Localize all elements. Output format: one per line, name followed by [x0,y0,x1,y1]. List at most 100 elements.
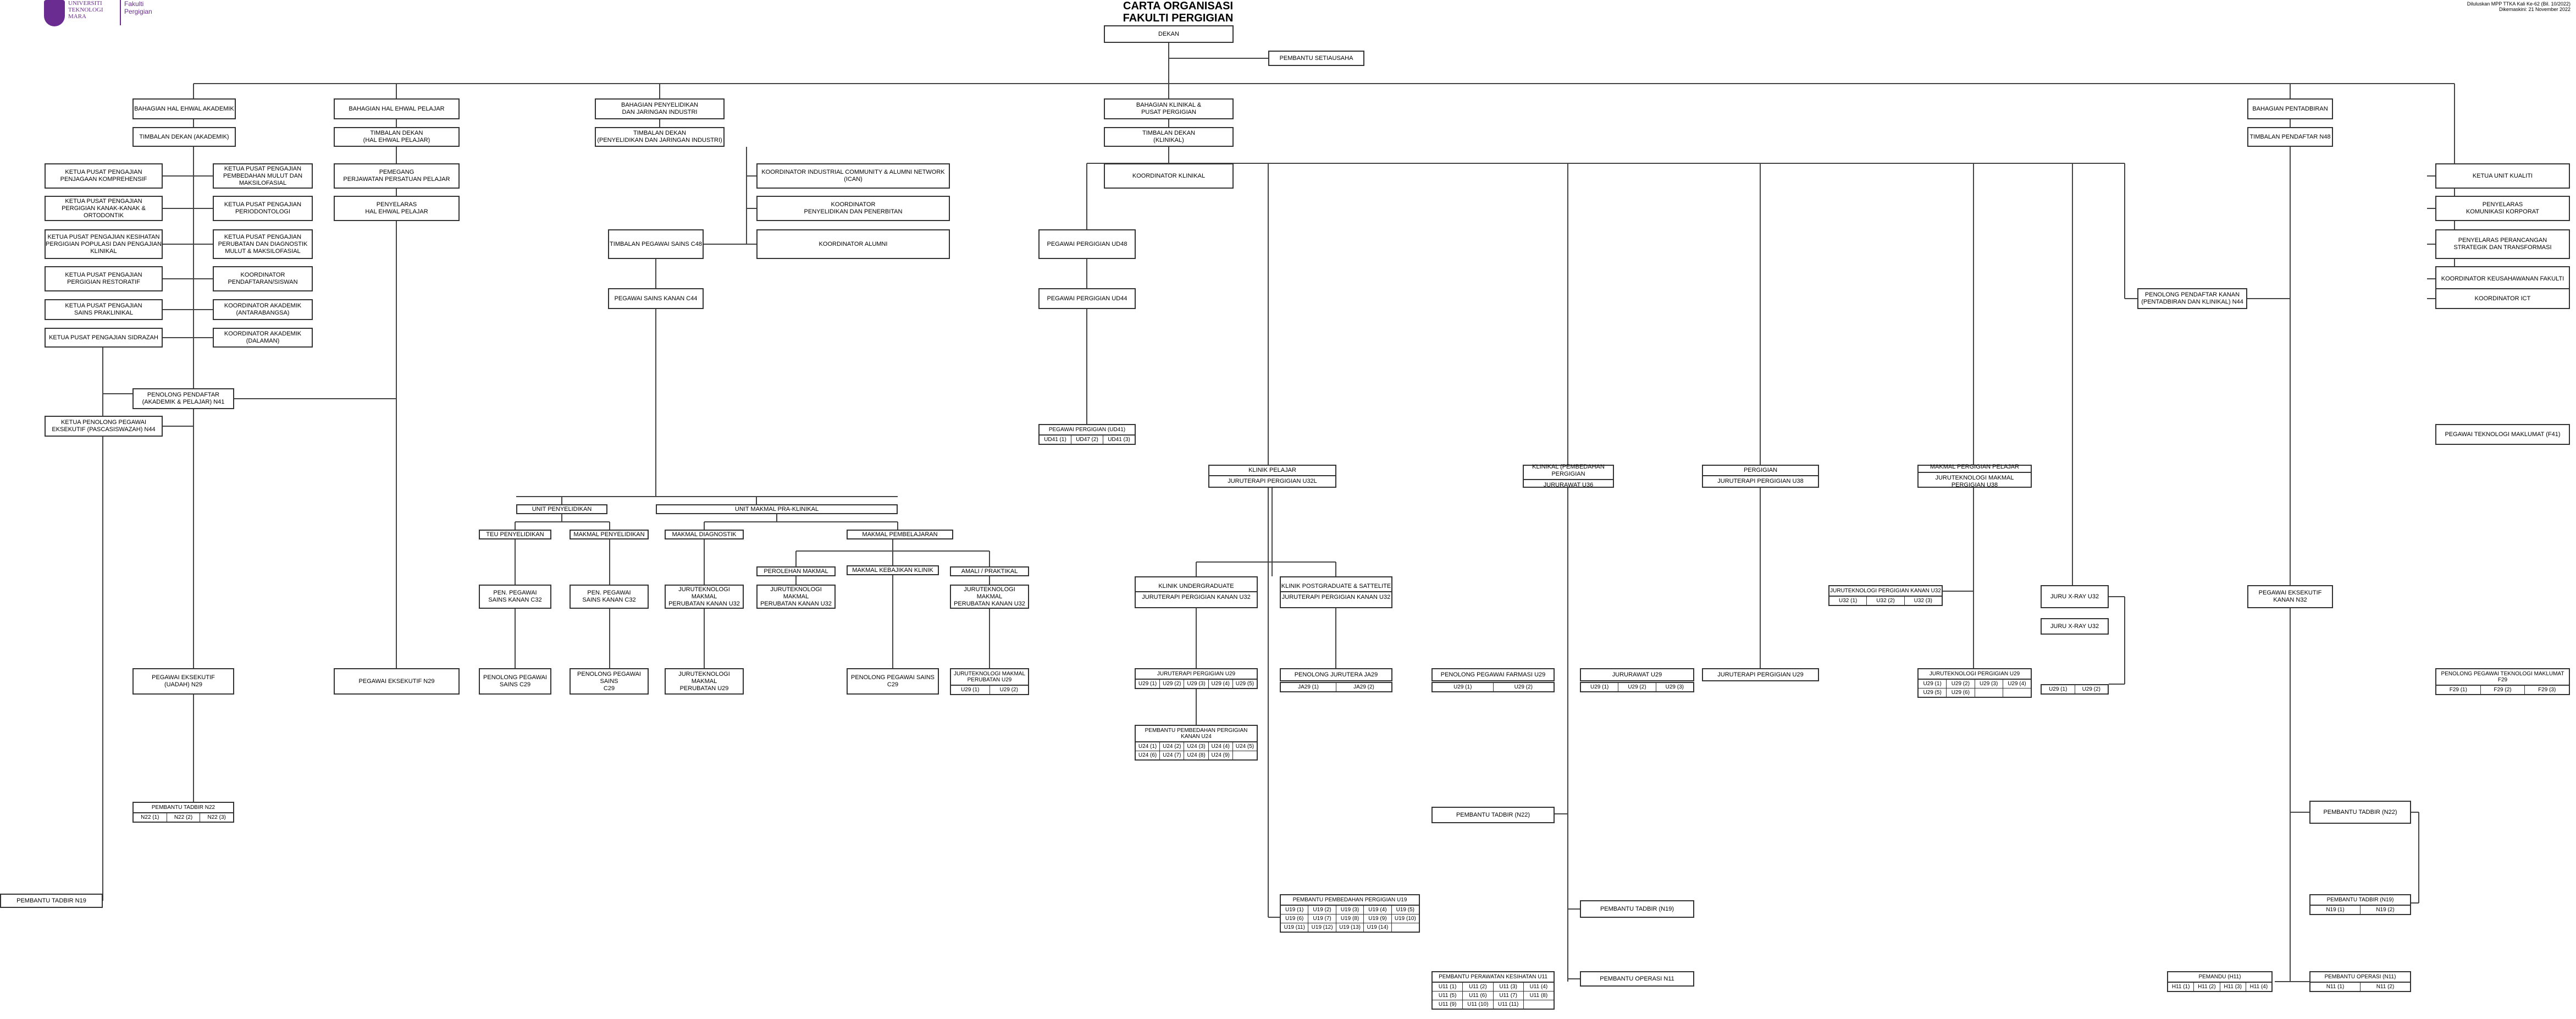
box-label: TIMBALAN DEKAN (HAL EHWAL PELAJAR) [363,130,430,144]
grid-cell: U19 (11) [1281,923,1309,932]
ud41-grid: PEGAWAI PERGIGIAN (UD41)UD41 (1)UD47 (2)… [1038,424,1136,445]
box-label: PEMBANTU TADBIR (N22) [2323,808,2397,816]
box-label: JURUTERAPI PERGIGIAN U32L [1228,478,1317,484]
box-label: BAHAGIAN HAL EHWAL AKADEMIK [134,105,234,112]
grid-cell: U29 (2) [2082,686,2100,692]
grid-cell: U24 (5) [1232,742,1257,751]
box-label: MAKMAL PEMBELAJARAN [862,531,938,538]
box-header: KLINIK PELAJAR [1209,466,1335,476]
grid-cell: H11 (3) [2220,983,2246,991]
box-label: JURUTERAPI PERGIGIAN U38 [1717,478,1804,484]
ko-ict-box: KOORDINATOR ICT [2435,288,2570,309]
grid-cell: U19 (2) [1308,906,1336,915]
grid-cell: JA29 (1) [1281,683,1336,691]
grid-cell: U24 (2) [1160,742,1185,751]
grid-cell [1392,923,1419,932]
grid-cell [1975,688,2003,697]
box-label: TIMBALAN DEKAN (PENYELIDIKAN DAN JARINGA… [597,130,722,144]
kpp-eks-box: KETUA PENOLONG PEGAWAI EKSEKUTIF (PASCAS… [45,416,163,437]
ko-dalaman-box: KOORDINATOR AKADEMIK (DALAMAN) [213,328,313,348]
grid-cell: U29 (1) [1136,680,1160,688]
grid-row: U19 (11)U19 (12)U19 (13)U19 (14) [1281,923,1419,932]
box-label: JURU X-RAY U32 [2050,593,2099,600]
grid-cell: U19 (12) [1308,923,1336,932]
grid-row: U29 (1)U29 (2)U29 (3)U29 (4) [1919,680,2031,688]
grid-title: PEMBANTU PEMBEDAHAN PERGIGIAN U19 [1281,895,1419,906]
box-label: UNIT MAKMAL PRA-KLINIKAL [734,505,819,513]
jt-u32a-box: JURUTEKNOLOGI MAKMAL PERUBATAN KANAN U32 [665,585,744,609]
pentadbiran-box: BAHAGIAN PENTADBIRAN [2247,98,2333,119]
grid-cell: U11 (1) [1433,983,1463,992]
box-label: TIMBALAN DEKAN (KLINIKAL) [1142,130,1195,144]
td-hep-box: TIMBALAN DEKAN (HAL EHWAL PELAJAR) [334,127,460,147]
uitm-logo: UNIVERSITI TEKNOLOGI MARA Fakulti Pergig… [44,0,165,29]
grid-row: U19 (6)U19 (7)U19 (8)U19 (9)U19 (10) [1281,915,1419,923]
grid-cell: U11 (5) [1433,992,1463,1000]
grid-cell: H11 (2) [2194,983,2220,991]
box-label: PEN. PEGAWAI SAINS KANAN C32 [582,590,636,603]
grid-cell: U11 (4) [1523,983,1554,992]
box-label: BAHAGIAN KLINIKAL & PUSAT PERGIGIAN [1136,102,1202,115]
pji-box: BAHAGIAN PENYELIDIKAN DAN JARINGAN INDUS… [595,98,725,119]
box-label: PEGAWAI PERGIGIAN UD48 [1047,240,1127,247]
grid-cell: N19 (1) [2310,906,2361,914]
grid-cell: U29 (1) [1581,683,1619,691]
klinik-pelajar-box: KLINIK PELAJAR JURUTERAPI PERGIGIAN U32L [1208,465,1336,488]
grid-cell: U32 (1) [1829,597,1867,605]
kp7-box: KETUA PUSAT PENGAJIAN PEMBEDAHAN MULUT D… [213,163,313,189]
box-label: JURUTERAPI PERGIGIAN KANAN U32 [1142,594,1251,601]
grid-cell: U29 (2) [1618,683,1656,691]
ko-klinikal-box: KOORDINATOR KLINIKAL [1104,163,1234,189]
grid-cell [1524,1000,1554,1009]
kp3-box: KETUA PUSAT PENGAJIAN KESIHATAN PERGIGIA… [45,229,163,259]
jr29-grid: U29 (1)U29 (2)U29 (3) [1580,682,1694,692]
grid-cell: U19 (5) [1391,906,1419,915]
pps-c29a-box: PENOLONG PEGAWAI SAINS C29 [479,668,551,695]
grid-cell: U24 (3) [1184,742,1209,751]
box-label: PEGAWAI PERGIGIAN UD44 [1047,295,1127,302]
pp-ud44-box: PEGAWAI PERGIGIAN UD44 [1038,288,1136,309]
grid-cell: UD41 (3) [1108,437,1130,443]
box-header: PERGIGIAN [1703,466,1818,476]
h11-grid: PEMANDU (H11)H11 (1)H11 (2)H11 (3)H11 (4… [2167,971,2273,992]
ko-industri-box: KOORDINATOR INDUSTRIAL COMMUNITY & ALUMN… [756,163,950,189]
box-label: JURU X-RAY U32 [2050,623,2099,630]
grid-row: U29 (1)U29 (2)U29 (3)U29 (4)U29 (5) [1136,680,1257,688]
box-label: KETUA PUSAT PENGAJIAN PERIODONTOLOGI [224,201,302,215]
pe-n29a-box: PEGAWAI EKSEKUTIF (UADAH) N29 [132,668,234,695]
grid-title: JURUTEKNOLOGI PERGIGIAN U29 [1919,669,2031,680]
tps-c48-box: TIMBALAN PEGAWAI SAINS C48 [608,229,704,259]
box-label: MAKMAL KEBAJIKAN KLINIK [852,566,933,574]
grid-row: U24 (6)U24 (7)U24 (8)U24 (9) [1136,751,1257,759]
box-label: KETUA UNIT KUALITI [2472,172,2533,179]
grid-cell: U29 (1) [1919,680,1947,688]
page-title: CARTA ORGANISASI FAKULTI PERGIGIAN [1068,0,1288,24]
box-label: KETUA PUSAT PENGAJIAN PEMBEDAHAN MULUT D… [223,165,303,186]
grid-title: JURUTEKNOLOGI PERGIGIAN KANAN U32 [1829,586,1942,597]
box-label: PENYELARAS PERANCANGAN STRATEGIK DAN TRA… [2453,237,2552,251]
logo-text: UNIVERSITI TEKNOLOGI MARA [68,0,103,20]
jx-u32b-box: JURU X-RAY U32 [2041,618,2109,635]
box-label: KETUA PUSAT PENGAJIAN PERUBATAN DAN DIAG… [218,233,308,255]
box-label: KETUA PENOLONG PEGAWAI EKSEKUTIF (PASCAS… [52,419,156,433]
grid-cell: U24 (4) [1208,742,1233,751]
pps-c29c-box: PENOLONG PEGAWAI SAINS C29 [847,668,939,695]
mak-penyelidikan-box: MAKMAL PENYELIDIKAN [570,530,649,539]
grid-title: PEMBANTU PERAWATAN KESIHATAN U11 [1433,972,1554,983]
grid-cell: U29 (2) [1514,684,1533,690]
box-label: PEMBANTU SETIAUSAHA [1279,54,1353,62]
ppk-box: PENOLONG PENDAFTAR KANAN (PENTADBIRAN DA… [2137,288,2247,309]
perolehan-box: PEROLEHAN MAKMAL [756,566,836,576]
grid-cell: U11 (11) [1494,1000,1524,1009]
box-label: PENYELARAS HAL EHWAL PELAJAR [365,201,428,215]
jururawat-u29-box: JURURAWAT U29 [1580,668,1694,681]
ja29-grid: JA29 (1)JA29 (2) [1280,682,1392,692]
box-label: PENOLONG PEGAWAI SAINS C29 [483,674,547,688]
grid-title: PEMBANTU TADBIR (N19) [2310,895,2410,906]
grid-row: F29 (1)F29 (2)F29 (3) [2436,686,2569,694]
box-label: PEMBANTU OPERASI N11 [1600,975,1674,982]
